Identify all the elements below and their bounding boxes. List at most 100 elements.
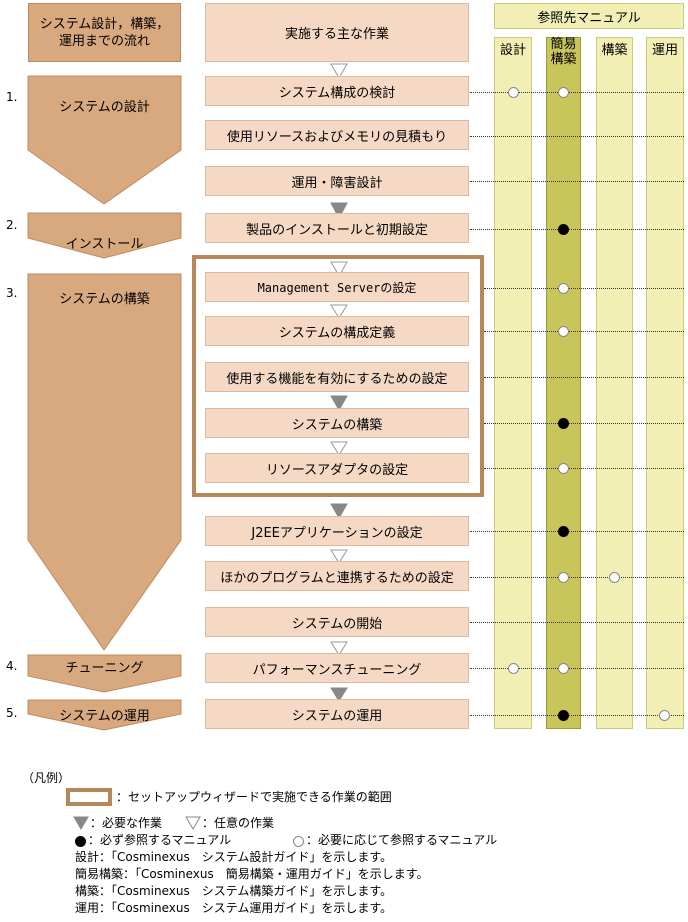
reference-line [470, 577, 684, 578]
phase-shape-build [27, 273, 182, 651]
phase-number: 1. [6, 90, 18, 104]
task-label: 運用・障害設計 [291, 175, 383, 191]
task-column-title: 実施する主な作業 [284, 27, 389, 42]
task-label: 製品のインストールと初期設定 [246, 222, 428, 238]
reference-line [484, 331, 684, 332]
task-box: システム構成の検討 [205, 76, 469, 106]
reference-line [470, 531, 684, 532]
phase-number: 3. [6, 286, 18, 300]
required-arrow-icon [73, 816, 89, 830]
phase-label: インストール [65, 237, 144, 252]
phase-column-header: システム設計，構築，運用までの流れ [28, 3, 181, 62]
task-column-header: 実施する主な作業 [205, 3, 469, 62]
optional-manual-marker-icon [293, 836, 304, 847]
legend-wizard-text: ：セットアップウィザードで実施できる作業の範囲 [116, 790, 392, 804]
required-manual-marker [558, 418, 569, 429]
reference-line [484, 288, 684, 289]
task-box: システムの運用 [205, 699, 469, 729]
manual-column-label: 簡易構築 [546, 37, 581, 67]
task-box: システムの構築 [205, 408, 469, 438]
legend-optional-manual-text: ：必要に応じて参照するマニュアル [306, 833, 498, 847]
task-label: システムの構築 [291, 417, 383, 433]
legend-optional-task-text: ：任意の作業 [202, 816, 275, 830]
manual-column-design [494, 37, 532, 729]
task-box: 使用する機能を有効にするための設定 [205, 362, 469, 392]
legend-note: 簡易構築：「Cosminexus 簡易構築・運用ガイド」を示します。 [75, 867, 429, 881]
reference-line [484, 423, 684, 424]
task-label: ほかのプログラムと連携するための設定 [220, 570, 454, 586]
phase-label: システムの運用 [59, 709, 150, 724]
manual-column-label: 運用 [651, 43, 678, 58]
optional-manual-marker [558, 663, 569, 674]
phase-shape-tuning [27, 654, 182, 693]
task-box: パフォーマンスチューニング [205, 653, 469, 683]
task-label: Management Serverの設定 [257, 280, 417, 295]
optional-arrow-icon [330, 549, 348, 564]
required-arrow-icon [330, 687, 348, 702]
optional-manual-marker [558, 87, 569, 98]
optional-manual-marker [558, 326, 569, 337]
manual-reference-title: 参照先マニュアル [537, 10, 641, 26]
reference-line [470, 229, 684, 230]
optional-manual-marker [558, 283, 569, 294]
reference-line [470, 715, 684, 716]
optional-arrow-icon [330, 641, 348, 656]
phase-shape-design [27, 75, 182, 205]
task-label: パフォーマンスチューニング [252, 662, 422, 678]
task-box: 運用・障害設計 [205, 166, 469, 196]
reference-line [470, 622, 684, 623]
manual-column-build [596, 37, 633, 729]
phase-number: 2. [6, 218, 18, 232]
required-arrow-icon [330, 202, 348, 220]
legend-note: 設計：「Cosminexus システム設計ガイド」を示します。 [75, 850, 393, 864]
optional-manual-marker [558, 463, 569, 474]
task-label: 使用リソースおよびメモリの見積もり [226, 129, 448, 145]
manual-column-label-text: 簡易構築 [550, 37, 577, 67]
task-box: 使用リソースおよびメモリの見積もり [205, 120, 469, 150]
required-manual-marker [558, 526, 569, 537]
legend-note: 運用：「Cosminexus システム運用ガイド」を示します。 [75, 901, 393, 915]
optional-manual-marker [609, 572, 620, 583]
phase-label: システムの構築 [59, 292, 150, 307]
task-box: 製品のインストールと初期設定 [205, 213, 469, 243]
reference-line [484, 468, 684, 469]
wizard-frame-swatch-icon [66, 788, 112, 806]
task-box: J2EEアプリケーションの設定 [205, 516, 469, 546]
task-label: システムの運用 [291, 708, 383, 724]
phase-number: 4. [6, 659, 18, 673]
optional-arrow-icon [330, 63, 348, 80]
phase-label: チューニング [65, 661, 144, 676]
optional-manual-marker [558, 572, 569, 583]
reference-line [470, 668, 684, 669]
task-box: ほかのプログラムと連携するための設定 [205, 561, 469, 591]
required-manual-marker [558, 710, 569, 721]
task-box: Management Serverの設定 [205, 272, 469, 302]
setup-wizard-range-frame [192, 255, 484, 497]
phase-number: 5. [6, 706, 18, 720]
legend-required-manual-text: ：必ず参照するマニュアル [88, 833, 232, 847]
reference-line [470, 92, 684, 93]
task-box: リソースアダプタの設定 [205, 453, 469, 483]
legend-required-task-text: ：必要な作業 [90, 816, 163, 830]
optional-arrow-icon [330, 441, 348, 456]
required-manual-marker [558, 224, 569, 235]
task-label: リソースアダプタの設定 [265, 462, 409, 478]
required-arrow-icon [330, 395, 348, 412]
optional-manual-marker [508, 663, 519, 674]
phase-shape-operation [27, 699, 182, 731]
optional-manual-marker [508, 87, 519, 98]
task-label: J2EEアプリケーションの設定 [251, 525, 423, 541]
reference-line [484, 377, 684, 378]
optional-arrow-icon [185, 816, 201, 830]
optional-arrow-icon [330, 304, 348, 319]
legend-title: （凡例） [22, 771, 71, 785]
manual-column-ops [646, 37, 684, 729]
required-manual-marker-icon [75, 836, 86, 847]
reference-line [470, 136, 684, 137]
task-label: 使用する機能を有効にするための設定 [226, 371, 448, 387]
manual-column-label: 構築 [601, 43, 628, 58]
task-label: システム構成の検討 [278, 85, 396, 101]
manual-reference-header: 参照先マニュアル [494, 3, 684, 29]
task-box: システムの開始 [205, 607, 469, 637]
manual-column-label: 設計 [499, 43, 526, 58]
